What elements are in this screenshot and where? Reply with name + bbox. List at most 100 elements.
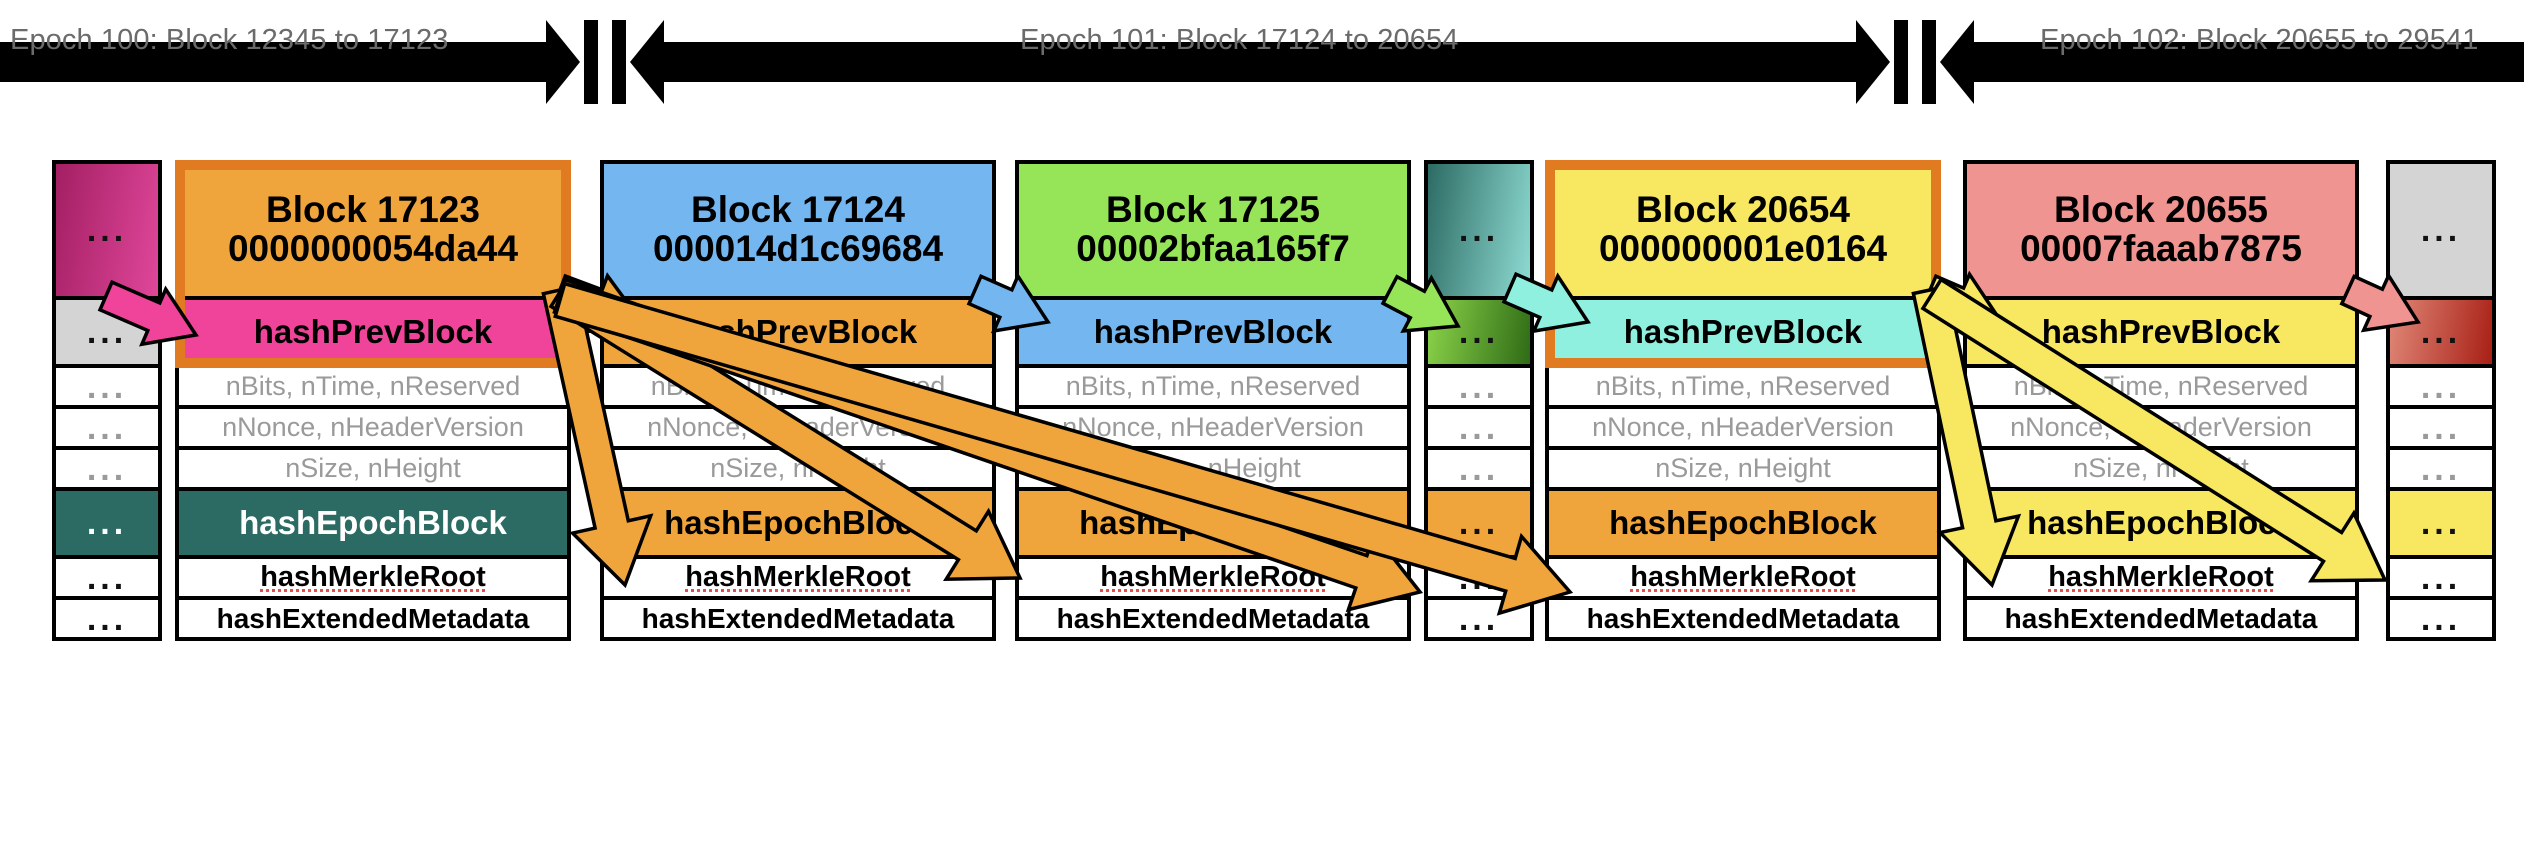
row-label: nBits, nTime, nReserved (650, 371, 946, 402)
row-label: nNonce, nHeaderVersion (1592, 412, 1894, 443)
block-17125-hash-prev-block: hashPrevBlock (1015, 300, 1411, 368)
row-label: nNonce, nHeaderVersion (1062, 412, 1364, 443)
ellipsis-left-ellipsis-nbits: ... (52, 368, 162, 409)
block-17125-hash-merkle-root: hashMerkleRoot (1015, 559, 1411, 600)
block-20655-hash-merkle-root: hashMerkleRoot (1963, 559, 2359, 600)
block-20654-hash-epoch-block: hashEpochBlock (1545, 491, 1941, 559)
block-20654-nnonce-row: nNonce, nHeaderVersion (1545, 409, 1941, 450)
block-17125-nnonce-row: nNonce, nHeaderVersion (1015, 409, 1411, 450)
epoch-arrow-100 (0, 0, 600, 120)
ellipsis-dots: ... (1458, 211, 1500, 249)
block-20654-nbits-row: nBits, nTime, nReserved (1545, 368, 1941, 409)
block-17125-hash-epoch-block: hashEpochBlock (1015, 491, 1411, 559)
row-label: hashMerkleRoot (1100, 561, 1326, 594)
ellipsis-dots: ... (2420, 449, 2462, 488)
ellipsis-middle-ellipsis-header: ... (1424, 160, 1534, 300)
block-17124-hash-merkle-root: hashMerkleRoot (600, 559, 996, 600)
ellipsis-dots: ... (2420, 504, 2462, 542)
row-label: hashPrevBlock (2041, 312, 2281, 350)
ellipsis-left-ellipsis-metadata: ... (52, 600, 162, 641)
row-label: nSize, nHeight (2073, 453, 2249, 484)
ellipsis-left-ellipsis-prev: ... (52, 300, 162, 368)
ellipsis-dots: ... (2420, 367, 2462, 406)
ellipsis-dots: ... (1458, 558, 1500, 597)
epoch-label-100: Epoch 100: Block 12345 to 17123 (10, 24, 449, 56)
ellipsis-middle-ellipsis-nsize: ... (1424, 450, 1534, 491)
block-20654-hash-merkle-root: hashMerkleRoot (1545, 559, 1941, 600)
row-label: nSize, nHeight (1125, 453, 1301, 484)
ellipsis-left-ellipsis-nsize: ... (52, 450, 162, 491)
block-17124-nsize-row: nSize, nHeight (600, 450, 996, 491)
column-ellipsis-left: ........................ (52, 160, 162, 641)
ellipsis-dots: ... (2420, 313, 2462, 351)
epoch-arrow-102 (1920, 0, 2524, 120)
block-hash: 0000000054da44 (227, 228, 519, 269)
ellipsis-middle-ellipsis-prev: ... (1424, 300, 1534, 368)
block-20654-hash-prev-block: hashPrevBlock (1545, 300, 1941, 368)
row-label: hashMerkleRoot (260, 561, 486, 594)
row-label: nNonce, nHeaderVersion (222, 412, 524, 443)
ellipsis-middle-ellipsis-nbits: ... (1424, 368, 1534, 409)
row-label: nNonce, nHeaderVersion (2010, 412, 2312, 443)
ellipsis-dots: ... (2420, 599, 2462, 638)
block-20655-hash-extended-metadata: hashExtendedMetadata (1963, 600, 2359, 641)
block-title: Block 17125 (1106, 189, 1320, 231)
row-label: nBits, nTime, nReserved (225, 371, 521, 402)
block-hash: 000000001e0164 (1598, 228, 1888, 269)
row-label: hashPrevBlock (1093, 312, 1333, 350)
block-20655-hash-prev-block: hashPrevBlock (1963, 300, 2359, 368)
ellipsis-dots: ... (86, 367, 128, 406)
ellipsis-right-ellipsis-nsize: ... (2386, 450, 2496, 491)
row-label: hashEpochBlock (2027, 503, 2295, 541)
row-label: hashExtendedMetadata (216, 602, 530, 634)
block-17124-nbits-row: nBits, nTime, nReserved (600, 368, 996, 409)
epoch-arrow-101 (610, 0, 1910, 120)
block-17124-nnonce-row: nNonce, nHeaderVersion (600, 409, 996, 450)
block-20655-nnonce-row: nNonce, nHeaderVersion (1963, 409, 2359, 450)
row-label: hashPrevBlock (1623, 312, 1863, 350)
ellipsis-dots: ... (1458, 313, 1500, 351)
ellipsis-right-ellipsis-merkle: ... (2386, 559, 2496, 600)
ellipsis-dots: ... (1458, 367, 1500, 406)
row-label: nNonce, nHeaderVersion (647, 412, 949, 443)
ellipsis-dots: ... (86, 599, 128, 638)
block-hash: 000014d1c69684 (652, 228, 944, 269)
row-label: hashEpochBlock (664, 503, 932, 541)
row-label: hashPrevBlock (253, 312, 493, 350)
ellipsis-left-ellipsis-epoch: ... (52, 491, 162, 559)
block-17125-nbits-row: nBits, nTime, nReserved (1015, 368, 1411, 409)
block-17125-hash-extended-metadata: hashExtendedMetadata (1015, 600, 1411, 641)
row-label: hashExtendedMetadata (641, 602, 955, 634)
block-title: Block 17123 (266, 189, 480, 231)
block-20654-hash-extended-metadata: hashExtendedMetadata (1545, 600, 1941, 641)
block-17125-nsize-row: nSize, nHeight (1015, 450, 1411, 491)
block-title: Block 17124 (691, 189, 905, 231)
ellipsis-middle-ellipsis-metadata: ... (1424, 600, 1534, 641)
row-label: nSize, nHeight (710, 453, 886, 484)
ellipsis-dots: ... (86, 408, 128, 447)
block-20654-nsize-row: nSize, nHeight (1545, 450, 1941, 491)
ellipsis-left-ellipsis-merkle: ... (52, 559, 162, 600)
block-hash: 00002bfaa165f7 (1076, 228, 1350, 269)
row-label: hashExtendedMetadata (1586, 602, 1900, 634)
block-17123-hash-prev-block: hashPrevBlock (175, 300, 571, 368)
ellipsis-dots: ... (1458, 504, 1500, 542)
block-20655-nsize-row: nSize, nHeight (1963, 450, 2359, 491)
block-title: Block 20655 (2054, 189, 2268, 231)
row-label: nBits, nTime, nReserved (2013, 371, 2309, 402)
row-label: hashExtendedMetadata (1056, 602, 1370, 634)
row-label: nBits, nTime, nReserved (1065, 371, 1361, 402)
block-17123-hash-extended-metadata: hashExtendedMetadata (175, 600, 571, 641)
ellipsis-right-ellipsis-metadata: ... (2386, 600, 2496, 641)
ellipsis-left-ellipsis-nnonce: ... (52, 409, 162, 450)
ellipsis-dots: ... (86, 558, 128, 597)
ellipsis-dots: ... (2420, 558, 2462, 597)
